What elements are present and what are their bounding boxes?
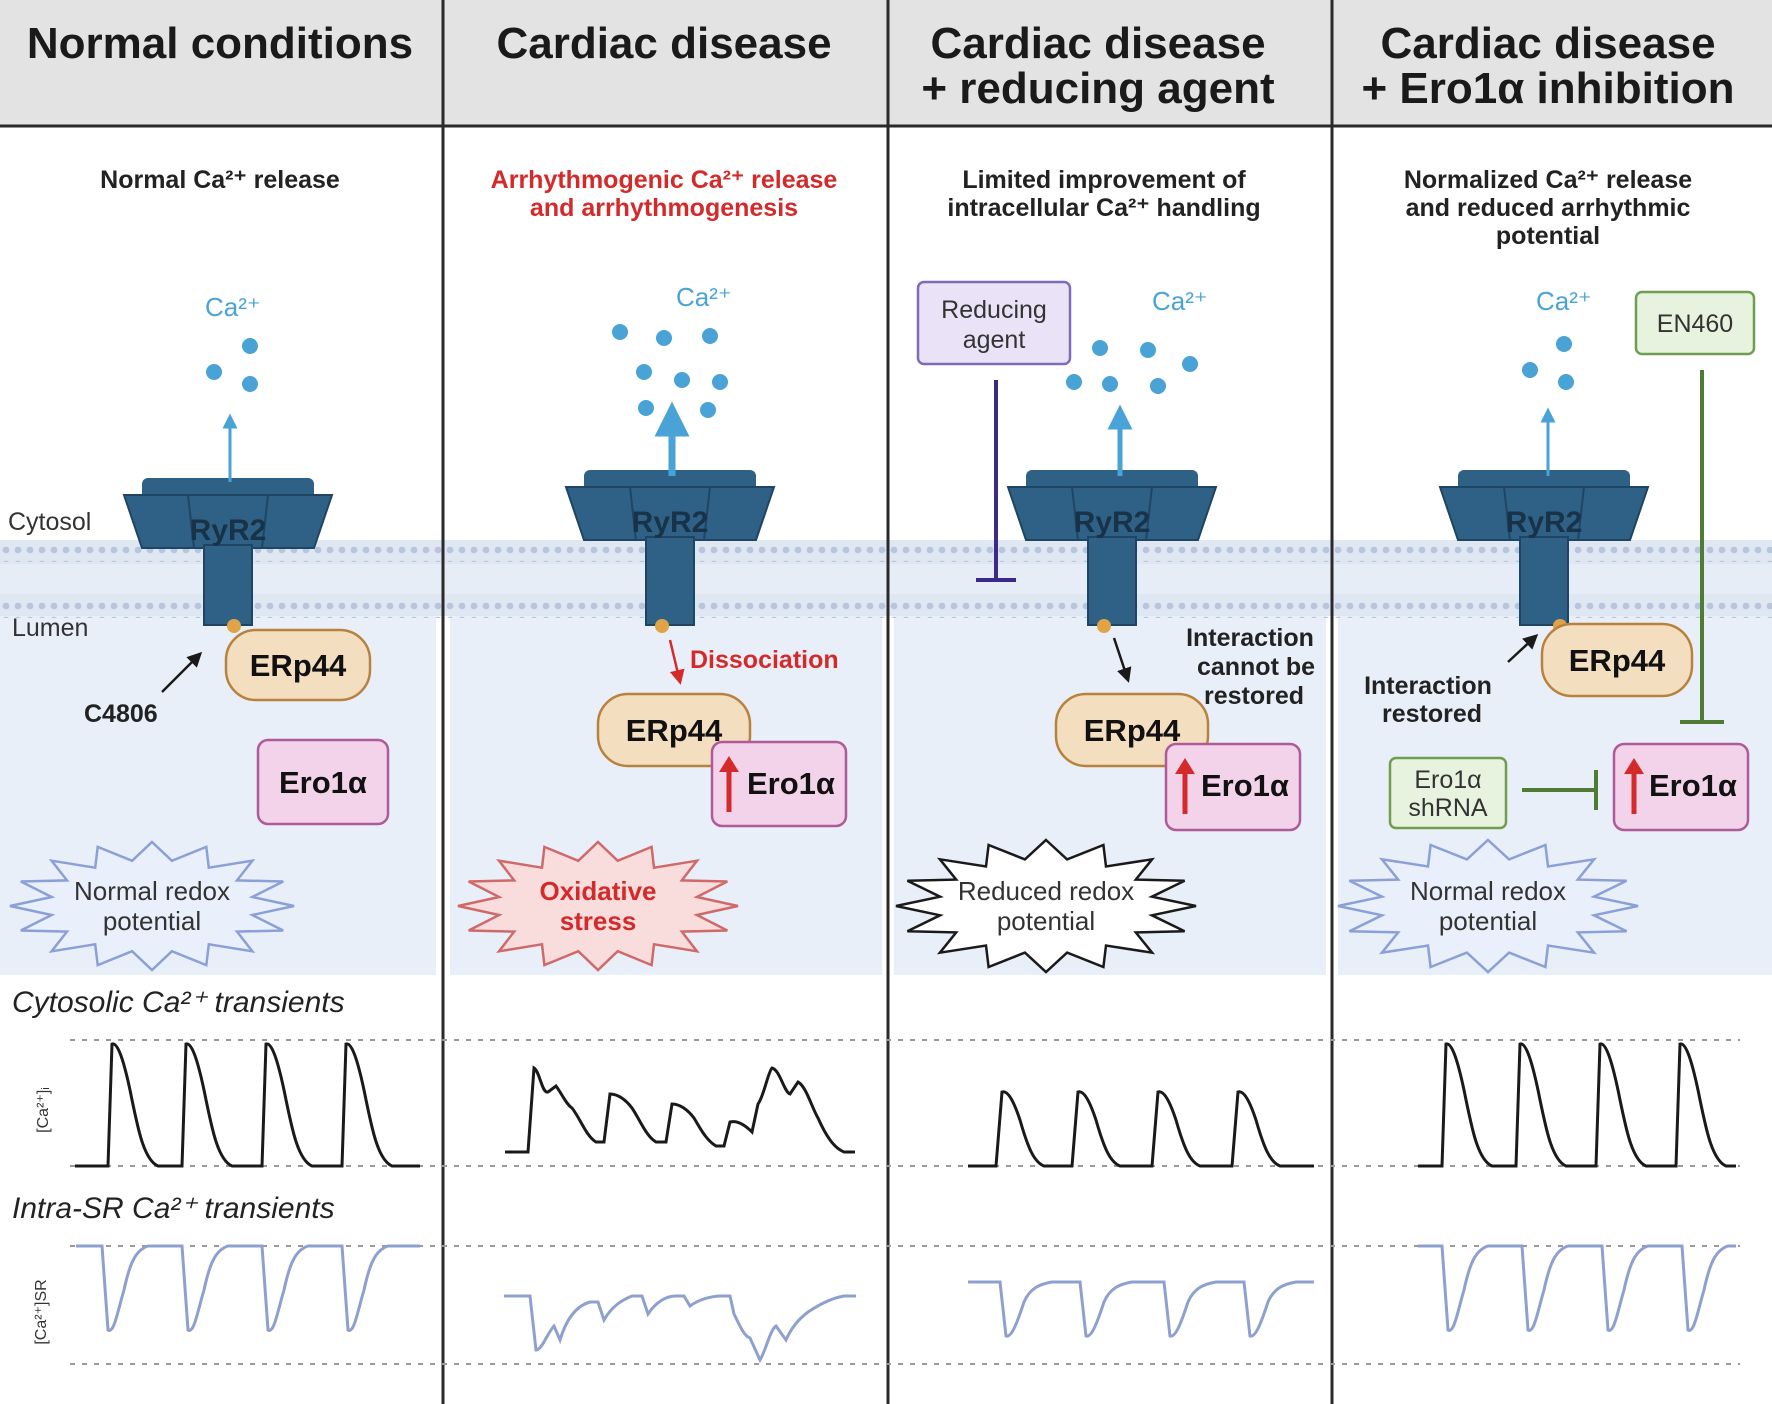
panel-4-title-line2: + Ero1α inhibition [1362, 64, 1735, 113]
cytosol-label: Cytosol [8, 508, 91, 536]
panel-3-subtitle-line1: Limited improvement of [962, 166, 1246, 194]
reducing-agent-box: Reducing agent [916, 280, 1072, 366]
interaction-label-3a: Interaction [1186, 624, 1314, 652]
panel-4-subtitle-line1: Normalized Ca²⁺ release [1404, 166, 1692, 194]
ryr2-label-3: RyR2 [1074, 506, 1151, 539]
cytosolic-trace-4 [1418, 1042, 1736, 1168]
svg-text:stress: stress [560, 906, 637, 936]
svg-text:Normal redox: Normal redox [1410, 876, 1566, 906]
svg-text:Oxidative: Oxidative [539, 876, 656, 906]
header-band [0, 0, 1772, 125]
shrna-box: Ero1α shRNA [1388, 756, 1508, 830]
panel-1-subtitle: Normal Ca²⁺ release [100, 166, 340, 194]
ryr2-channel-4: RyR2 [1438, 470, 1650, 633]
redox-star-4: Normal redox potential [1337, 838, 1639, 974]
svg-text:ERp44: ERp44 [1084, 713, 1181, 748]
interaction-arrow-3 [1112, 637, 1132, 683]
panel-4-title-line1: Cardiac disease [1380, 19, 1715, 68]
panel-3-title-line1: Cardiac disease [930, 19, 1265, 68]
redox-star-2: Oxidative stress [457, 840, 739, 972]
intra-sr-transients-title: Intra-SR Ca²⁺ transients [12, 1192, 335, 1225]
intra-sr-ylabel: [Ca²⁺]SR [33, 1279, 50, 1344]
ca-label-2: Ca²⁺ [676, 282, 732, 312]
ca-release-arrows [222, 401, 1556, 482]
cytosolic-trace-2 [505, 1065, 855, 1154]
svg-text:Ero1α: Ero1α [747, 766, 835, 801]
svg-text:Ero1α: Ero1α [1649, 768, 1737, 803]
svg-text:potential: potential [1439, 906, 1537, 936]
svg-text:Ero1α: Ero1α [279, 765, 367, 800]
intra-sr-trace-1 [76, 1244, 420, 1332]
en460-inhibition [1680, 370, 1724, 724]
interaction-label-3c: restored [1204, 682, 1304, 710]
svg-text:agent: agent [963, 326, 1026, 354]
svg-text:ERp44: ERp44 [250, 648, 347, 683]
panel-3-subtitle-line2: intracellular Ca²⁺ handling [947, 194, 1260, 222]
ryr2-channel-2: RyR2 [564, 470, 776, 633]
svg-text:potential: potential [997, 906, 1095, 936]
dissociation-arrow [668, 639, 685, 685]
ca-label-3: Ca²⁺ [1152, 286, 1208, 316]
cytosolic-ylabel: [Ca²⁺]ᵢ [35, 1087, 52, 1133]
ryr2-label-1: RyR2 [190, 514, 267, 547]
interaction-restored-a: Interaction [1364, 672, 1492, 700]
ero1a-box-1: Ero1α [256, 738, 390, 826]
lumen-label: Lumen [12, 614, 88, 642]
shrna-inhibition [1522, 770, 1598, 810]
en460-box: EN460 [1634, 290, 1756, 356]
svg-text:potential: potential [103, 906, 201, 936]
cytosolic-trace-1 [75, 1042, 420, 1168]
c4806-arrow [161, 651, 203, 693]
cytosolic-trace-3 [968, 1090, 1314, 1168]
dissociation-label: Dissociation [690, 646, 839, 674]
intra-sr-trace-2 [504, 1294, 856, 1364]
ero1a-box-4: Ero1α [1612, 742, 1750, 832]
svg-text:Normal redox: Normal redox [74, 876, 230, 906]
svg-text:Ero1α: Ero1α [1201, 768, 1289, 803]
c4806-label: C4806 [84, 700, 158, 728]
erp44-box-4: ERp44 [1540, 622, 1694, 698]
panel-3-title-line2: + reducing agent [921, 64, 1275, 113]
ero1a-box-3: Ero1α [1164, 742, 1302, 832]
reference-dashed-lines [70, 1039, 1740, 1365]
svg-text:EN460: EN460 [1657, 310, 1733, 338]
cytosolic-traces [75, 1042, 1736, 1168]
erp44-box-1: ERp44 [224, 628, 372, 702]
ryr2-label-4: RyR2 [1506, 506, 1583, 539]
interaction-restored-b: restored [1382, 700, 1482, 728]
interaction-arrow-4 [1507, 633, 1539, 663]
svg-text:shRNA: shRNA [1408, 794, 1488, 822]
ca-label-1: Ca²⁺ [205, 292, 261, 322]
column-dividers [441, 0, 1334, 1404]
intra-sr-traces [76, 1244, 1736, 1364]
intra-sr-trace-4 [1418, 1244, 1736, 1332]
panel-2-subtitle-line1: Arrhythmogenic Ca²⁺ release [491, 166, 838, 194]
panel-4-subtitle-line2: and reduced arrhythmic [1406, 194, 1691, 222]
panel-2-title: Cardiac disease [496, 19, 831, 68]
interaction-label-3b: cannot be [1197, 653, 1315, 681]
panel-4-subtitle-line3: potential [1496, 222, 1600, 250]
ero1a-box-2: Ero1α [710, 740, 848, 828]
reducing-agent-inhibition [976, 380, 1016, 582]
panel-2-subtitle-line2: and arrhythmogenesis [530, 194, 798, 222]
redox-star-1: Normal redox potential [9, 840, 295, 972]
intra-sr-trace-3 [968, 1280, 1314, 1338]
ryr2-label-2: RyR2 [632, 506, 709, 539]
svg-text:Reduced redox: Reduced redox [958, 876, 1134, 906]
ryr2-channel-3: RyR2 [1006, 470, 1218, 633]
ca-ions [206, 324, 1574, 418]
svg-text:ERp44: ERp44 [1569, 643, 1666, 678]
ryr2-channel-1: RyR2 [122, 478, 334, 633]
svg-text:Ero1α: Ero1α [1414, 766, 1481, 794]
redox-star-3: Reduced redox potential [895, 838, 1197, 974]
svg-text:Reducing: Reducing [941, 296, 1047, 324]
membrane-bilayer [0, 540, 1772, 618]
cytosolic-transients-title: Cytosolic Ca²⁺ transients [12, 986, 345, 1019]
ca-label-4: Ca²⁺ [1536, 286, 1592, 316]
panel-1-title: Normal conditions [27, 19, 413, 68]
svg-text:ERp44: ERp44 [626, 713, 723, 748]
up-arrow-icons [719, 756, 1644, 814]
